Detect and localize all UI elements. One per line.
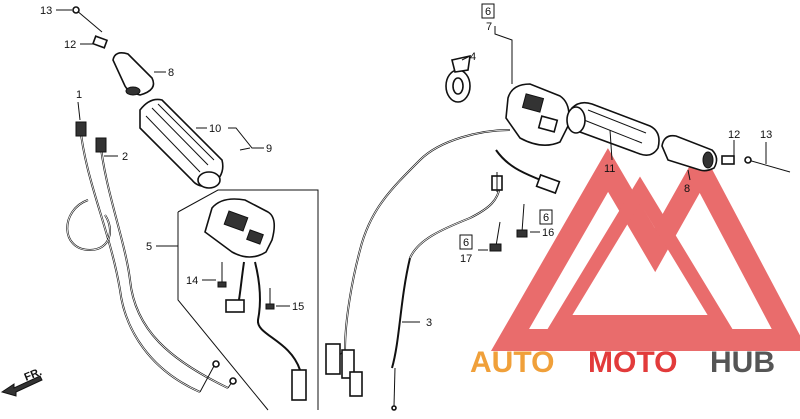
left-switch-housing: [204, 198, 307, 401]
callout-13-right: 13: [760, 129, 772, 141]
watermark-logo: [490, 147, 800, 351]
right-grip: [566, 101, 660, 156]
right-switch-housing: [505, 83, 570, 146]
callout-6-top-box: [481, 3, 495, 19]
leader-lines: [56, 9, 767, 323]
left-grip: [139, 98, 224, 189]
left-collar: [91, 35, 109, 49]
callout-6-mid-right: 6: [543, 212, 549, 224]
left-bar-end-bolt: [72, 6, 103, 33]
callout-6-mid-left-box: [459, 234, 473, 250]
front-direction-arrow: [0, 375, 43, 397]
watermark-word-hub: HUB: [710, 346, 775, 379]
callout-6-mid-left: 6: [463, 237, 469, 249]
callout-7: 7: [486, 21, 492, 33]
callout-16: 16: [542, 227, 554, 239]
callout-17: 17: [460, 253, 472, 265]
callout-2: 2: [122, 151, 128, 163]
callout-6-mid-right-box: [539, 209, 553, 225]
assembly-5-outline: [177, 189, 319, 411]
watermark-triangle: [490, 147, 800, 351]
callout-1: 1: [76, 89, 82, 101]
callout-6-top: 6: [485, 6, 491, 18]
clutch-cable: [391, 185, 501, 411]
watermark-word-moto: MOTO: [588, 346, 677, 379]
callout-4: 4: [470, 51, 476, 63]
throttle-pulley: [445, 54, 471, 103]
left-bar-end-weight: [112, 52, 155, 96]
clamp-bolt-grommet: [491, 172, 503, 192]
right-collar: [721, 155, 735, 165]
right-screws: [489, 203, 528, 252]
watermark-wordmark: AUTO MOTO HUB: [470, 346, 775, 379]
left-screws: [217, 262, 275, 310]
callout-9: 9: [266, 143, 272, 155]
callout-13-left: 13: [40, 5, 52, 17]
right-switch-harness: [325, 129, 561, 397]
callout-8-left: 8: [168, 67, 174, 79]
right-bar-end-weight: [661, 134, 718, 172]
right-bar-end-bolt: [744, 156, 791, 173]
callout-11: 11: [604, 163, 615, 175]
callout-10: 10: [209, 123, 221, 135]
callout-3: 3: [426, 317, 432, 329]
callout-8-right: 8: [684, 183, 690, 195]
callout-14: 14: [186, 275, 198, 287]
callout-15: 15: [292, 301, 304, 313]
throttle-cables: [66, 121, 237, 393]
callout-12-left: 12: [64, 39, 76, 51]
callout-5: 5: [146, 241, 152, 253]
watermark-word-auto: AUTO: [470, 346, 554, 379]
callout-12-right: 12: [728, 129, 740, 141]
watermark-inner-triangle: [547, 176, 733, 329]
